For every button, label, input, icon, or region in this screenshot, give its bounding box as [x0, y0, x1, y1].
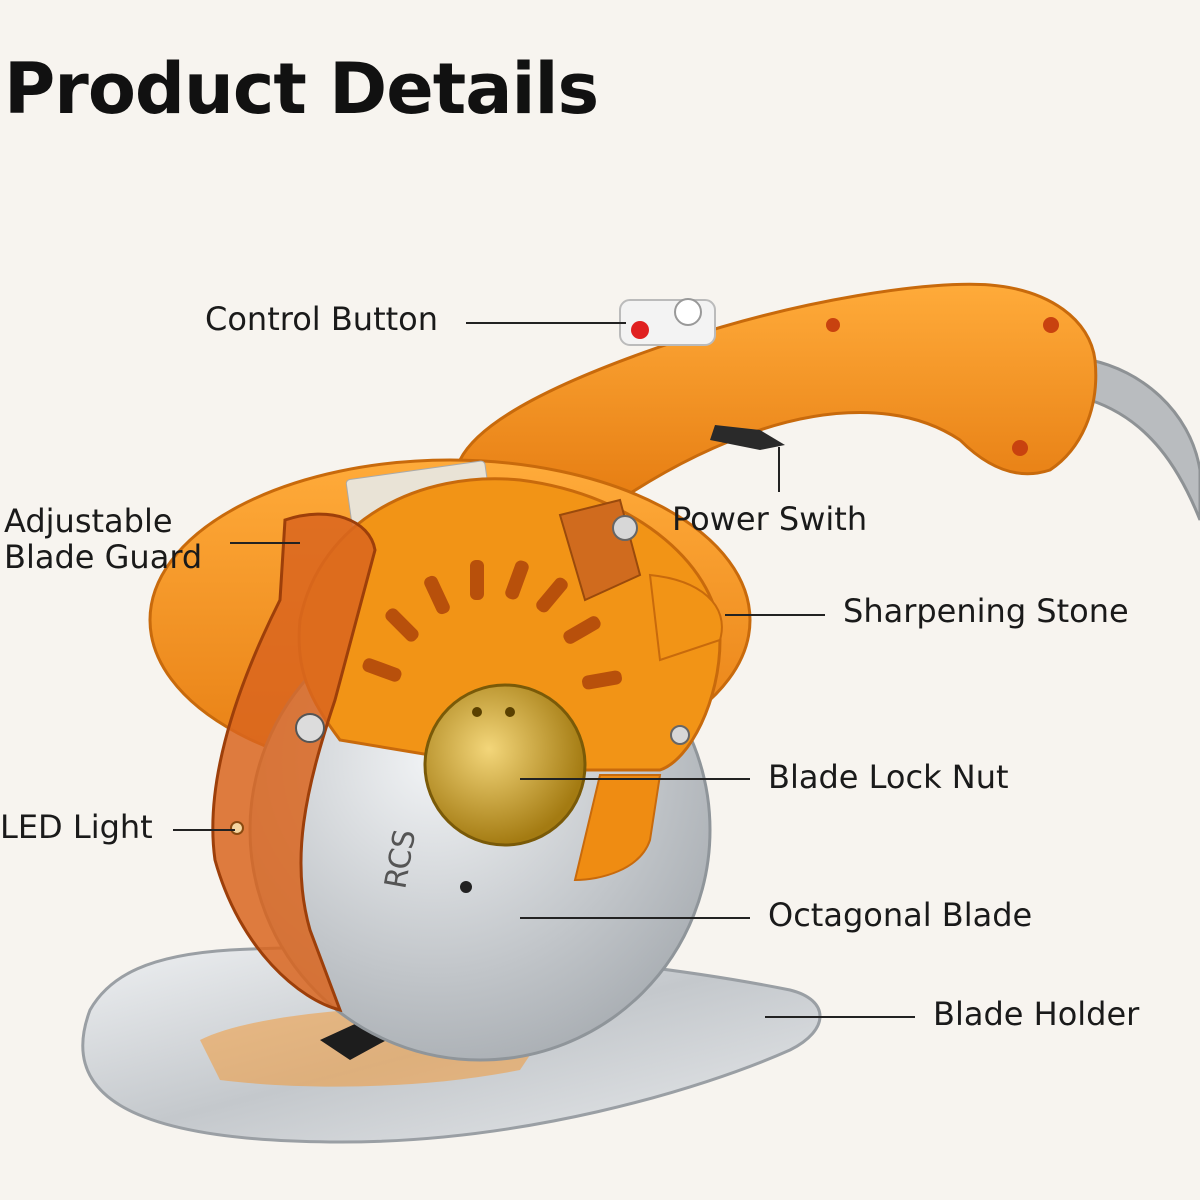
page-title: Product Details — [4, 48, 599, 130]
power-cord-hose — [1088, 358, 1200, 521]
handle-hole-3 — [1012, 440, 1028, 456]
label-blade-guard-line1: Adjustable — [4, 502, 173, 540]
shield-screw — [670, 725, 690, 745]
guard-screw — [295, 713, 325, 743]
control-button-red — [631, 321, 649, 339]
leader-power-switch — [778, 447, 780, 492]
handle-hole-2 — [1043, 317, 1059, 333]
label-sharpening-stone: Sharpening Stone — [843, 592, 1129, 630]
blade-shield-right — [573, 774, 662, 882]
label-blade-holder: Blade Holder — [933, 995, 1140, 1033]
leader-octagonal-blade — [520, 917, 750, 919]
leader-led-light — [173, 829, 235, 831]
adjustable-blade-guard — [211, 512, 377, 1013]
stone-wing — [648, 573, 723, 662]
nut-pin-2 — [505, 707, 515, 717]
nut-pin-1 — [472, 707, 482, 717]
label-blade-guard-line2: Blade Guard — [4, 538, 203, 576]
leader-blade-lock-nut — [520, 778, 750, 780]
stone-screw — [612, 515, 638, 541]
label-power-switch: Power Swith — [672, 500, 868, 538]
leader-blade-holder — [765, 1016, 915, 1018]
cover-vents — [362, 560, 622, 690]
leader-control-button — [466, 322, 626, 324]
leader-blade-guard — [230, 542, 300, 544]
label-control-button: Control Button — [205, 300, 439, 338]
blade-lock-nut — [423, 683, 587, 847]
label-blade-lock-nut: Blade Lock Nut — [768, 758, 1009, 796]
blade-hole — [460, 881, 472, 893]
handle-hole-1 — [826, 318, 840, 332]
leader-sharpening-stone — [725, 614, 825, 616]
control-button-white — [674, 298, 702, 326]
led-light — [230, 821, 244, 835]
label-octagonal-blade: Octagonal Blade — [768, 896, 1033, 934]
trigger — [710, 425, 785, 450]
label-led-light: LED Light — [0, 808, 153, 846]
